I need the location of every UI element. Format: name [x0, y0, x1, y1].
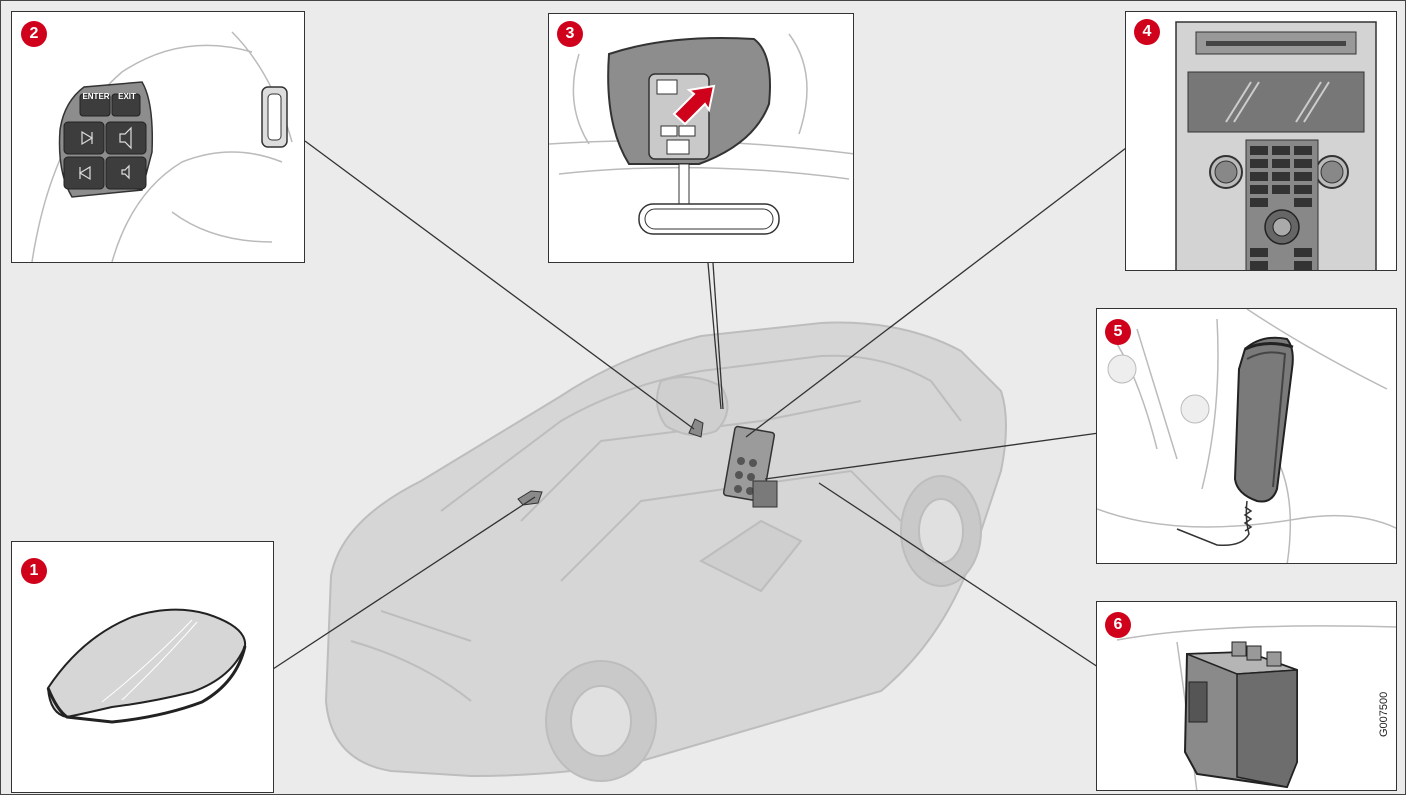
panel-antenna: 1 — [11, 541, 274, 793]
panel-steering-keypad: 2 ENTER EXIT — [11, 11, 305, 263]
badge-3: 3 — [557, 21, 583, 47]
phone-handset-icon — [1097, 309, 1397, 564]
center-console-keypad-icon — [1126, 12, 1397, 271]
telematics-module-icon — [1097, 602, 1397, 791]
callout-line-6 — [819, 483, 1101, 669]
image-code: G007500 — [1378, 723, 1406, 737]
panel-roof-console: 3 — [548, 13, 854, 263]
panel-phone-handset: 5 — [1096, 308, 1397, 564]
badge-2: 2 — [21, 21, 47, 47]
callout-line-1 — [273, 497, 535, 669]
badge-6: 6 — [1105, 612, 1131, 638]
exit-button-label: EXIT — [113, 92, 141, 101]
callout-line-5 — [765, 433, 1099, 479]
badge-5: 5 — [1105, 319, 1131, 345]
panel-center-console: 4 — [1125, 11, 1397, 271]
panel-telematics-module: 6 — [1096, 601, 1397, 791]
roof-console-sos-button-icon — [549, 14, 854, 263]
badge-4: 4 — [1134, 19, 1160, 45]
badge-1: 1 — [21, 558, 47, 584]
enter-button-label: ENTER — [81, 92, 111, 101]
shark-fin-antenna-icon — [12, 542, 274, 793]
steering-wheel-keypad-icon — [12, 12, 305, 263]
